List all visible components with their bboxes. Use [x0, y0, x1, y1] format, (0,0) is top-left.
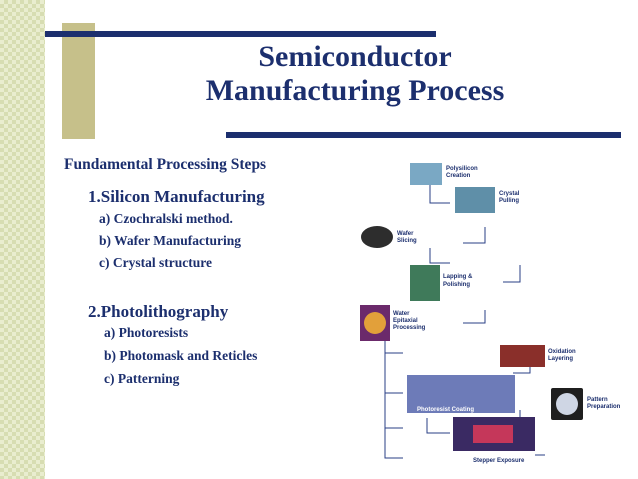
- wafer-label-1: Wafer: [397, 231, 414, 237]
- pattern-label-1: Pattern: [587, 397, 608, 403]
- section-1-item-c: c) Crystal structure: [99, 255, 212, 270]
- slide-title: Semiconductor Manufacturing Process: [150, 40, 560, 108]
- crystal-label-2: Pulling: [499, 198, 519, 204]
- epitaxial-label-2: Epitaxial: [393, 318, 418, 324]
- section-1-item-b: b) Wafer Manufacturing: [99, 233, 242, 248]
- wafer-label-2: Slicing: [397, 238, 417, 244]
- title-line-2: Manufacturing Process: [205, 74, 505, 107]
- stepper-highlight: [473, 425, 513, 443]
- stepper-label: Stepper Exposure: [473, 458, 525, 464]
- section-2-item-a: a) Photoresists: [104, 325, 189, 340]
- oxidation-label-1: Oxidation: [548, 349, 576, 355]
- wafer-image: [361, 226, 393, 248]
- photoresist-coating-step: Photoresist Coating: [407, 375, 515, 413]
- section-1-title: 1.Silicon Manufacturing: [88, 187, 265, 206]
- photoresist-image: [407, 375, 515, 413]
- polysilicon-creation-step: Polysilicon Creation: [410, 163, 478, 185]
- olive-accent-block: [62, 23, 95, 139]
- subheading: Fundamental Processing Steps: [64, 156, 267, 173]
- oxidation-image: [500, 345, 545, 367]
- wafer-slicing-step: Wafer Slicing: [361, 226, 417, 248]
- process-flow-diagram: Polysilicon Creation Crystal Pulling Waf…: [360, 163, 621, 464]
- lapping-label-1: Lapping &: [443, 274, 473, 280]
- section-2-item-c: c) Patterning: [104, 371, 180, 386]
- crystal-pulling-step: Crystal Pulling: [455, 187, 520, 213]
- lapping-image: [410, 265, 440, 301]
- pattern-wafer: [556, 393, 578, 415]
- oxidation-layering-step: Oxidation Layering: [500, 345, 576, 367]
- connector-lines: [384, 185, 545, 459]
- lapping-label-2: Polishing: [443, 282, 470, 288]
- epitaxial-processing-step: Water Epitaxial Processing: [360, 305, 426, 341]
- polysilicon-label-2: Creation: [446, 173, 471, 179]
- epitaxial-label-3: Processing: [393, 325, 426, 331]
- oxidation-label-2: Layering: [548, 356, 573, 362]
- section-1-item-a: a) Czochralski method.: [99, 211, 233, 226]
- pattern-label-2: Preparation: [587, 404, 621, 410]
- title-line-1: Semiconductor: [258, 40, 452, 73]
- crystal-label-1: Crystal: [499, 191, 520, 197]
- polysilicon-image: [410, 163, 442, 185]
- epitaxial-wafer-glow: [364, 312, 386, 334]
- epitaxial-label-1: Water: [393, 311, 410, 317]
- section-2-title: 2.Photolithography: [88, 302, 229, 321]
- photoresist-label: Photoresist Coating: [417, 407, 474, 413]
- polysilicon-label-1: Polysilicon: [446, 166, 478, 172]
- crystal-image: [455, 187, 495, 213]
- checker-pattern-strip: [0, 0, 45, 479]
- bottom-rule: [226, 132, 621, 138]
- top-rule: [45, 31, 436, 37]
- lapping-polishing-step: Lapping & Polishing: [410, 265, 473, 301]
- pattern-preparation-step: Pattern Preparation: [551, 388, 621, 420]
- section-2-item-b: b) Photomask and Reticles: [104, 348, 258, 363]
- stepper-exposure-step: Stepper Exposure: [453, 417, 535, 464]
